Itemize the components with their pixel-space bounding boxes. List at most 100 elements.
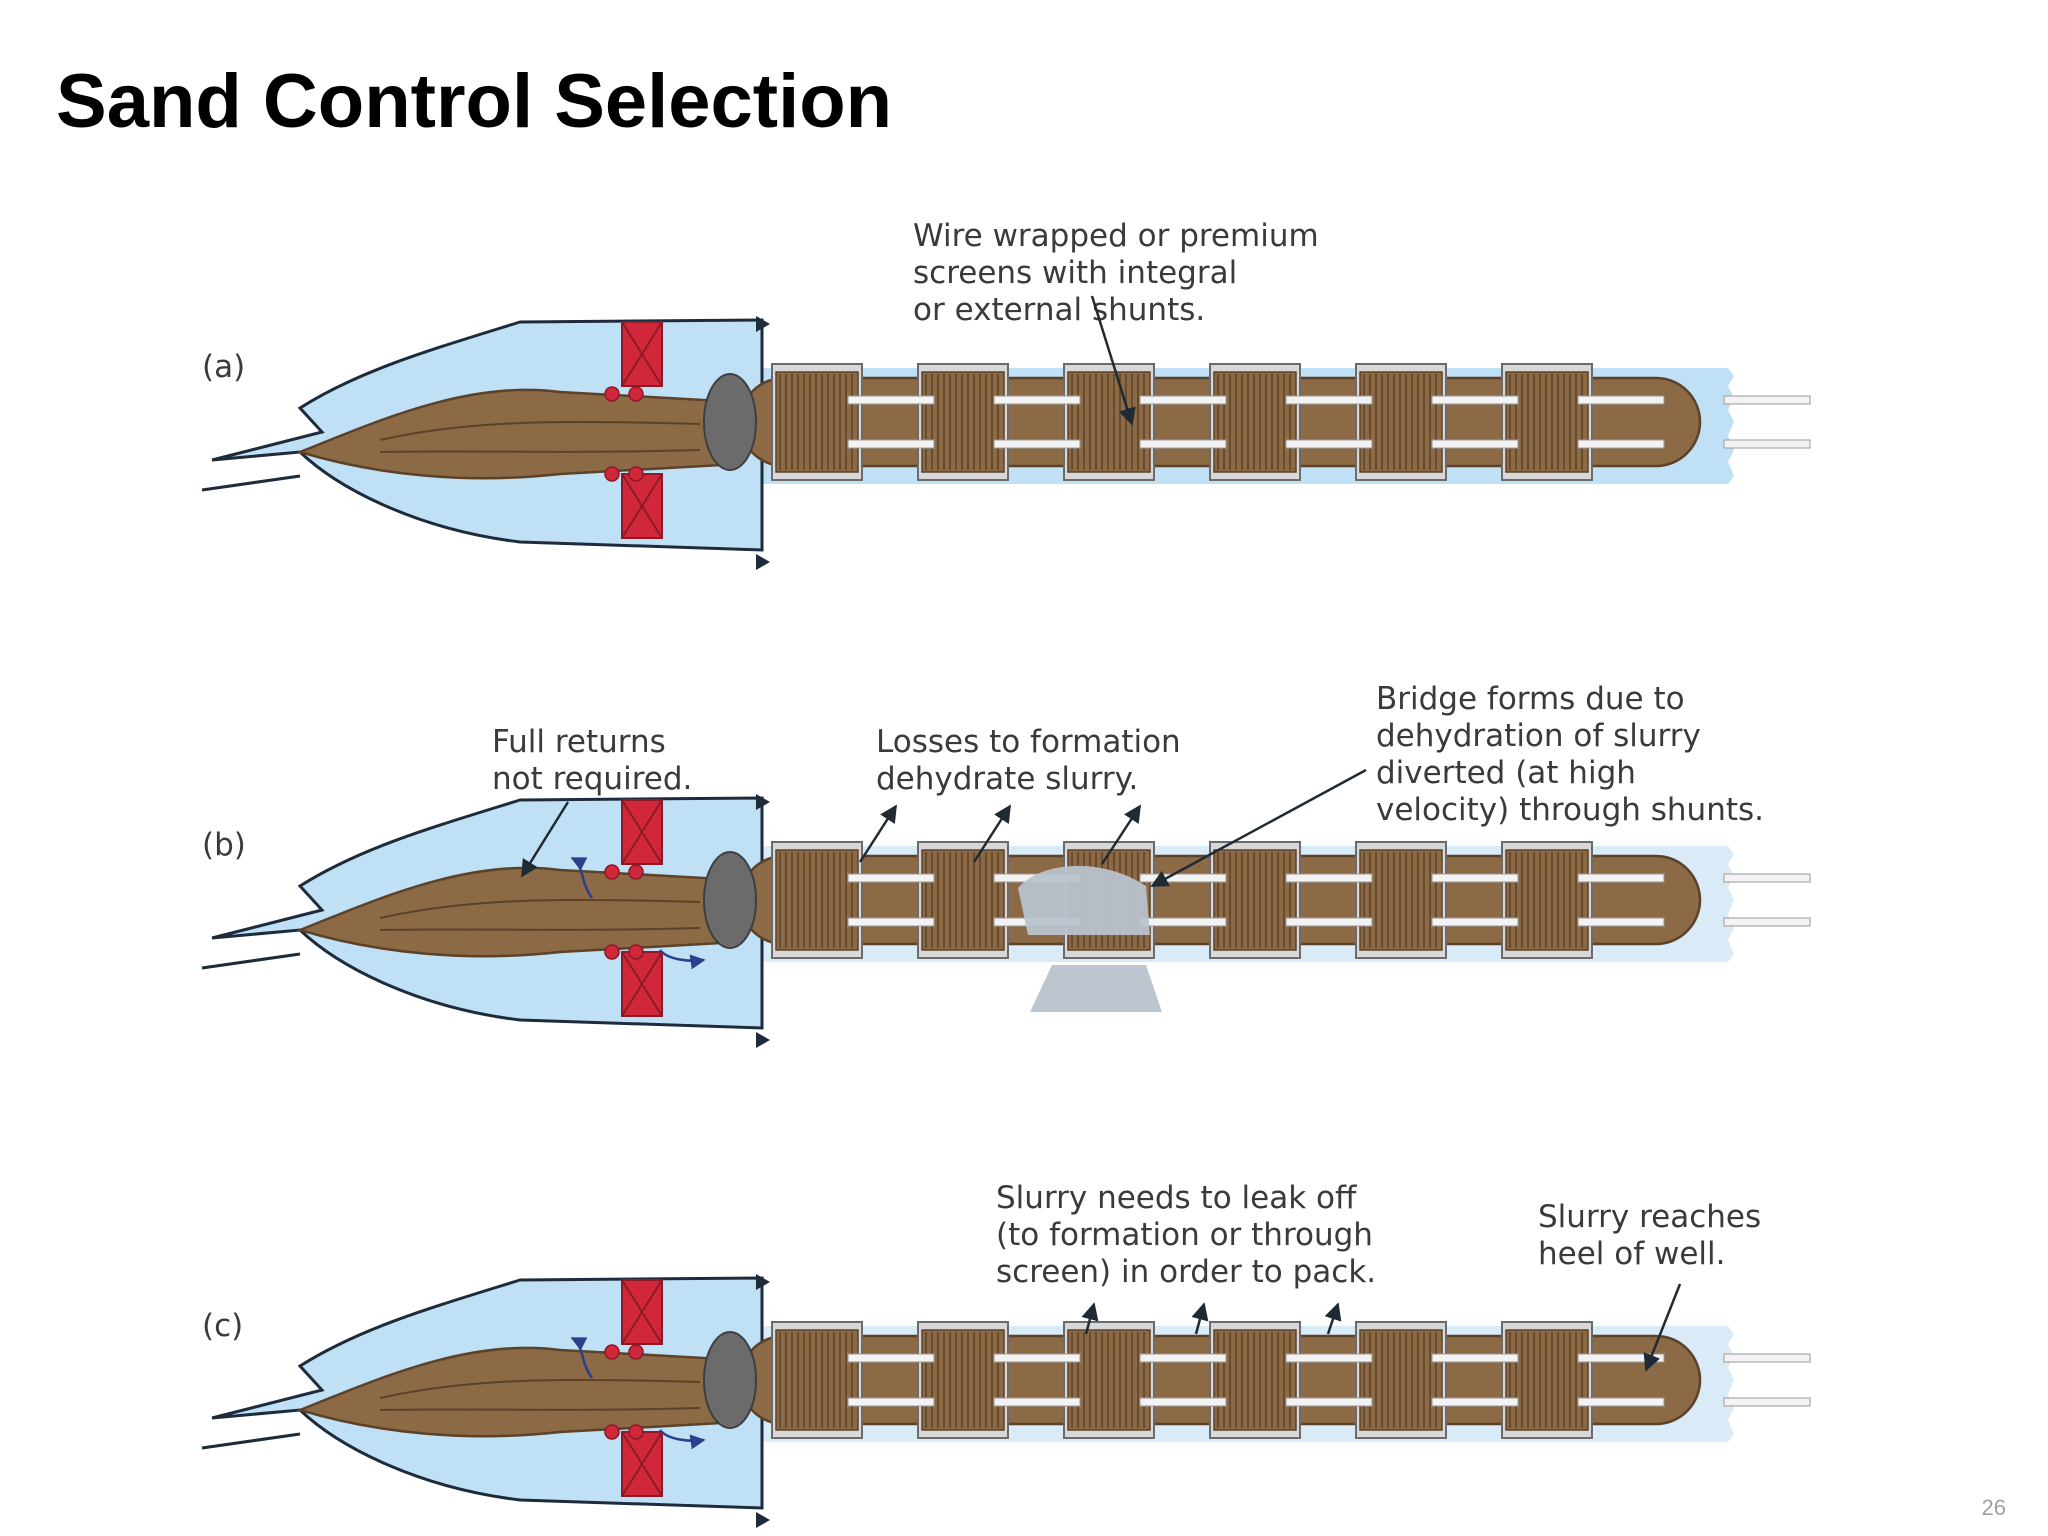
panel-b: (b) Full returns not required. Losses to… bbox=[201, 681, 1811, 1048]
port bbox=[628, 944, 644, 960]
shunt-tube bbox=[847, 917, 935, 927]
callout-leak-off: Slurry needs to leak off (to formation o… bbox=[996, 1180, 1383, 1290]
crossover-tool bbox=[703, 851, 757, 949]
shunt-tube bbox=[1577, 917, 1665, 927]
panel-c: (c) Slurry needs to leak off (to formati… bbox=[201, 1180, 1811, 1528]
page-number: 26 bbox=[1981, 1495, 2006, 1520]
flow-line bbox=[379, 449, 701, 453]
shunt-tube bbox=[1139, 1353, 1227, 1363]
callout-screens: Wire wrapped or premium screens with int… bbox=[913, 218, 1329, 328]
shunt-tube bbox=[1285, 917, 1373, 927]
pointer-leak-3 bbox=[1324, 1302, 1342, 1335]
wellbore-a bbox=[201, 316, 1811, 570]
shunt-tube bbox=[1577, 1353, 1665, 1363]
shunt-tube bbox=[1139, 439, 1227, 449]
pointer-leak-1 bbox=[1081, 1302, 1099, 1335]
port bbox=[628, 386, 644, 402]
screen-body bbox=[921, 1329, 1005, 1431]
shunt-tube bbox=[1723, 873, 1811, 883]
wellbore-b bbox=[201, 794, 1811, 1048]
casing-shoe-bottom bbox=[756, 1512, 770, 1528]
shunt-tube bbox=[1139, 917, 1227, 927]
shunt-tube bbox=[993, 1397, 1081, 1407]
flow-line bbox=[379, 898, 701, 919]
screen-body bbox=[921, 371, 1005, 473]
panel-a: (a) Wire wrapped or premium screens with… bbox=[201, 218, 1811, 570]
callout-bridge: Bridge forms due to dehydration of slurr… bbox=[1376, 681, 1764, 828]
shunt-tube bbox=[1285, 439, 1373, 449]
casing-shoe-bottom bbox=[756, 554, 770, 570]
screen-body bbox=[1359, 849, 1443, 951]
screen-body bbox=[1505, 371, 1589, 473]
shunt-tube bbox=[1431, 395, 1519, 405]
shunt-tube bbox=[1577, 395, 1665, 405]
shunt-tube bbox=[1139, 395, 1227, 405]
panel-a-label: (a) bbox=[202, 349, 245, 385]
packer-cross bbox=[621, 1279, 663, 1345]
crossover-tool bbox=[703, 1331, 757, 1429]
screen-body bbox=[1213, 1329, 1297, 1431]
pointer-screens bbox=[1090, 295, 1136, 426]
packer-cross bbox=[621, 321, 663, 387]
open-hole-line bbox=[201, 1432, 301, 1450]
screen-body bbox=[1505, 1329, 1589, 1431]
shunt-tube bbox=[847, 1397, 935, 1407]
sand-bridge bbox=[1018, 865, 1162, 1012]
shunt-tube bbox=[1431, 1397, 1519, 1407]
shunt-tube bbox=[1723, 917, 1811, 927]
callout-losses: Losses to formation dehydrate slurry. bbox=[876, 724, 1191, 797]
shunt-tube bbox=[1723, 1353, 1811, 1363]
shunt-tube bbox=[1577, 1397, 1665, 1407]
pointer-full-returns bbox=[520, 801, 570, 878]
pointer-loss-1 bbox=[858, 804, 898, 863]
shunt-tube bbox=[993, 439, 1081, 449]
shunt-tube bbox=[1723, 1397, 1811, 1407]
flow-line bbox=[379, 420, 701, 441]
shunt-tube bbox=[1139, 1397, 1227, 1407]
shunt-tube bbox=[847, 1353, 935, 1363]
screen-body bbox=[775, 849, 859, 951]
casing-shoe-bottom bbox=[756, 1032, 770, 1048]
casing-shoe-top bbox=[756, 316, 770, 332]
screen-body bbox=[1505, 849, 1589, 951]
port bbox=[628, 1424, 644, 1440]
screen-body bbox=[1213, 849, 1297, 951]
port bbox=[604, 1424, 620, 1440]
shunt-tube bbox=[993, 395, 1081, 405]
shunt-tube bbox=[1139, 873, 1227, 883]
panel-c-label: (c) bbox=[202, 1308, 243, 1344]
port bbox=[604, 864, 620, 880]
shunt-tube bbox=[1285, 873, 1373, 883]
shunt-tube bbox=[1577, 873, 1665, 883]
shunt-tube bbox=[1431, 873, 1519, 883]
open-hole-line bbox=[201, 952, 301, 970]
packer-cross bbox=[621, 473, 663, 539]
flow-line bbox=[379, 1378, 701, 1399]
port bbox=[628, 466, 644, 482]
screen-body bbox=[775, 371, 859, 473]
flow-arrow bbox=[659, 1429, 706, 1450]
flow-arrow bbox=[570, 856, 594, 899]
screen-body bbox=[1359, 1329, 1443, 1431]
flow-line bbox=[379, 1407, 701, 1411]
flow-arrow bbox=[659, 949, 706, 970]
packer-cross bbox=[621, 1431, 663, 1497]
crossover-tool bbox=[703, 373, 757, 471]
shunt-tube bbox=[1431, 1353, 1519, 1363]
port bbox=[604, 386, 620, 402]
shunt-tube bbox=[847, 439, 935, 449]
screen-body bbox=[1067, 1329, 1151, 1431]
casing-shoe-top bbox=[756, 1274, 770, 1290]
shunt-tube bbox=[1723, 395, 1811, 405]
port bbox=[628, 864, 644, 880]
pointer-loss-2 bbox=[972, 804, 1012, 863]
shunt-tube bbox=[847, 873, 935, 883]
callout-full-returns: Full returns not required. bbox=[492, 724, 692, 797]
port bbox=[604, 944, 620, 960]
shunt-tube bbox=[1431, 439, 1519, 449]
packer-cross bbox=[621, 951, 663, 1017]
flow-line bbox=[379, 927, 701, 931]
shunt-tube bbox=[993, 1353, 1081, 1363]
packer-cross bbox=[621, 799, 663, 865]
